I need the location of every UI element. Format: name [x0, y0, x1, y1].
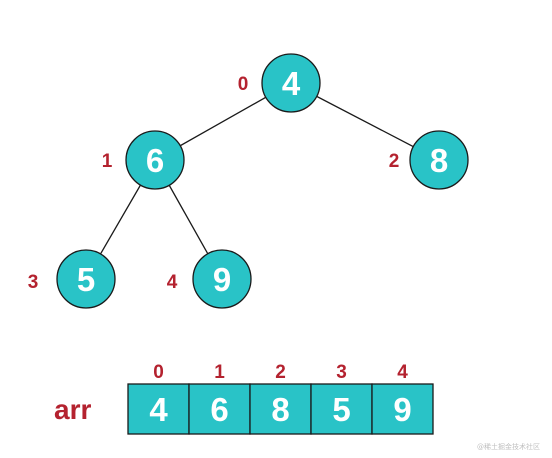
array-cell-2: [249, 383, 312, 435]
tree-node-index-label: 1: [102, 151, 113, 172]
tree-node-value: 5: [77, 261, 95, 298]
array-cell-1: [188, 383, 251, 435]
array-index-label: 2: [275, 362, 286, 383]
array-view: arr 4 6 8 5 9 0 1 2 3 4: [54, 362, 434, 435]
array-cell-value: 6: [210, 391, 228, 428]
tree-node-1: 6: [125, 130, 185, 190]
array-index-label: 0: [153, 362, 164, 383]
tree-node-4: 9: [192, 249, 252, 309]
array-cell-value: 9: [393, 391, 411, 428]
tree-node-value: 8: [430, 142, 448, 179]
tree-node-circle: [409, 130, 469, 190]
array-cell-value: 4: [149, 391, 168, 428]
array-cell-0: [127, 383, 190, 435]
tree-node-circle: [56, 249, 116, 309]
tree-node-index-label: 0: [238, 74, 249, 95]
tree-node-2: 8: [409, 130, 469, 190]
array-cell-value: 5: [332, 391, 350, 428]
tree-node-value: 9: [213, 261, 231, 298]
tree-node-value: 4: [282, 65, 301, 102]
tree-node-3: 5: [56, 249, 116, 309]
tree-node-0: 4: [261, 53, 321, 113]
array-index-label: 3: [336, 362, 347, 383]
array-cell-3: [310, 383, 373, 435]
tree-node-circle: [125, 130, 185, 190]
array-cell-value: 8: [271, 391, 289, 428]
tree-node-value: 6: [146, 142, 164, 179]
tree-node-index-label: 2: [389, 151, 400, 172]
tree-node-index-label: 4: [167, 272, 178, 293]
tree-node-circle: [192, 249, 252, 309]
array-label: arr: [54, 394, 91, 425]
tree-index-labels: 0 1 2 3 4: [28, 74, 400, 293]
watermark: @稀土掘金技术社区: [477, 443, 540, 451]
array-cell-4: [371, 383, 434, 435]
array-index-label: 1: [214, 362, 225, 383]
tree-node-circle: [261, 53, 321, 113]
tree-node-index-label: 3: [28, 272, 39, 293]
array-index-label: 4: [397, 362, 408, 383]
tree-nodes: 4 6 8 5 9: [56, 53, 469, 309]
